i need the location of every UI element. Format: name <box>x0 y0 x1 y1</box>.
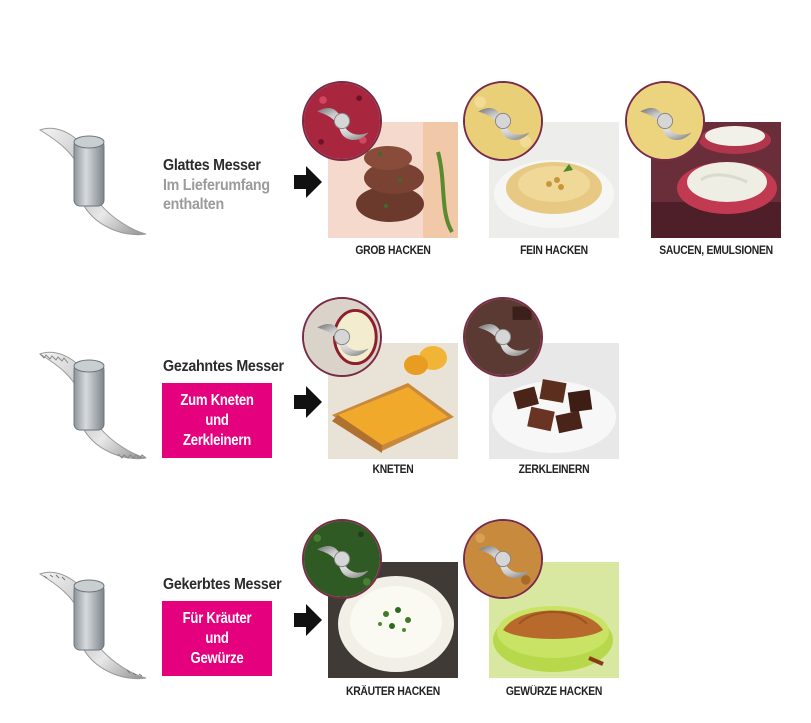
badge-line1: Für Kräuter <box>182 609 252 627</box>
photo-crushing <box>489 343 619 459</box>
photo-spices <box>489 562 619 678</box>
disc-herb-icon <box>302 519 382 599</box>
smooth-blade-icon <box>30 112 150 242</box>
disc-meat-icon <box>302 81 382 161</box>
caption: KRÄUTER HACKEN <box>346 686 440 698</box>
arrow-right-icon <box>294 604 322 636</box>
badge-line2: und <box>205 629 229 647</box>
disc-chickpea-icon <box>463 81 543 161</box>
feature-badge: Für Kräuter und Gewürze <box>162 601 272 676</box>
row-title: Gekerbtes Messer <box>163 576 282 593</box>
disc-apple-icon <box>302 297 382 377</box>
serrated-blade-icon <box>30 336 150 466</box>
badge-line2: und <box>205 411 229 429</box>
row-subtitle-line1: Im Lieferumfang <box>163 177 270 194</box>
caption: SAUCEN, EMULSIONEN <box>659 245 773 257</box>
badge-line3: Gewürze <box>190 649 244 667</box>
caption: GEWÜRZE HACKEN <box>505 686 603 698</box>
caption: GROB HACKEN <box>355 245 431 257</box>
arrow-right-icon <box>294 386 322 418</box>
feature-badge: Zum Kneten und Zerkleinern <box>162 383 272 458</box>
row-title: Glattes Messer <box>163 157 261 174</box>
disc-sauce-icon <box>625 81 705 161</box>
caption: FEIN HACKEN <box>520 245 588 257</box>
arrow-right-icon <box>294 166 322 198</box>
caption: ZERKLEINERN <box>518 464 590 476</box>
caption: KNETEN <box>372 464 414 476</box>
badge-line1: Zum Kneten <box>180 391 254 409</box>
disc-chocolate-icon <box>463 297 543 377</box>
row-title: Gezahntes Messer <box>163 358 284 375</box>
notched-blade-icon <box>30 556 150 686</box>
row-subtitle-line2: enthalten <box>163 196 224 213</box>
disc-spice-icon <box>463 519 543 599</box>
badge-line3: Zerkleinern <box>183 431 251 449</box>
